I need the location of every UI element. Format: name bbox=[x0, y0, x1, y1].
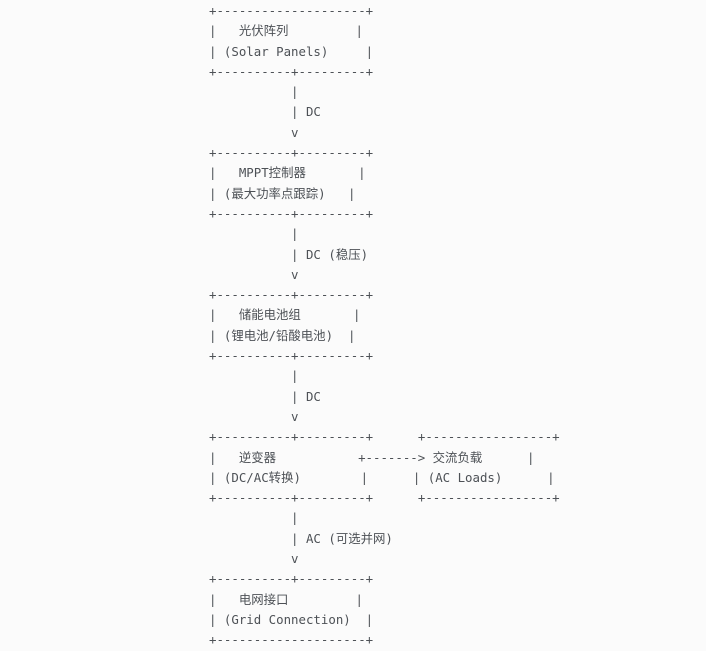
ascii-row: | 电网接口 | bbox=[209, 591, 363, 607]
ascii-row: | (DC/AC转换) | | (AC Loads) | bbox=[209, 469, 555, 485]
ascii-row: | DC bbox=[209, 104, 321, 120]
ascii-row: +--------------------+ bbox=[209, 3, 374, 18]
ascii-flowchart: +--------------------+ | 光伏阵列 | | (Solar… bbox=[209, 1, 706, 651]
ascii-row: v bbox=[209, 551, 299, 567]
ascii-row: +----------+---------+ bbox=[209, 287, 374, 303]
ascii-row: | (Grid Connection) | bbox=[209, 611, 374, 627]
ascii-row: +----------+---------+ bbox=[209, 63, 374, 79]
ascii-row: | AC (可选并网) bbox=[209, 530, 393, 546]
ascii-row: | 储能电池组 | bbox=[209, 307, 361, 323]
ascii-row: v bbox=[209, 266, 299, 282]
ascii-row: | DC (稳压) bbox=[209, 246, 369, 262]
ascii-row: | DC bbox=[209, 388, 321, 404]
ascii-row: | bbox=[209, 226, 299, 242]
ascii-row: +----------+---------+ bbox=[209, 205, 374, 221]
ascii-row: +--------------------+ bbox=[209, 632, 374, 648]
ascii-row: v bbox=[209, 408, 299, 424]
ascii-row: | (最大功率点跟踪) | bbox=[209, 185, 356, 201]
ascii-row: | bbox=[209, 368, 299, 384]
ascii-row: | bbox=[209, 510, 299, 526]
ascii-row: | (Solar Panels) | bbox=[209, 43, 374, 59]
ascii-row: | MPPT控制器 | bbox=[209, 165, 366, 181]
ascii-row: | (锂电池/铅酸电池) | bbox=[209, 327, 356, 343]
ascii-row: | 光伏阵列 | bbox=[209, 23, 363, 39]
ascii-row: | 逆变器 +-------> 交流负载 | bbox=[209, 449, 535, 465]
ascii-row: +----------+---------+ bbox=[209, 571, 374, 587]
ascii-row: +----------+---------+ bbox=[209, 348, 374, 364]
ascii-row: | bbox=[209, 84, 299, 100]
ascii-row: +----------+---------+ +----------------… bbox=[209, 490, 560, 506]
ascii-row: v bbox=[209, 124, 299, 140]
ascii-row: +----------+---------+ +----------------… bbox=[209, 429, 560, 445]
ascii-row: +----------+---------+ bbox=[209, 145, 374, 161]
